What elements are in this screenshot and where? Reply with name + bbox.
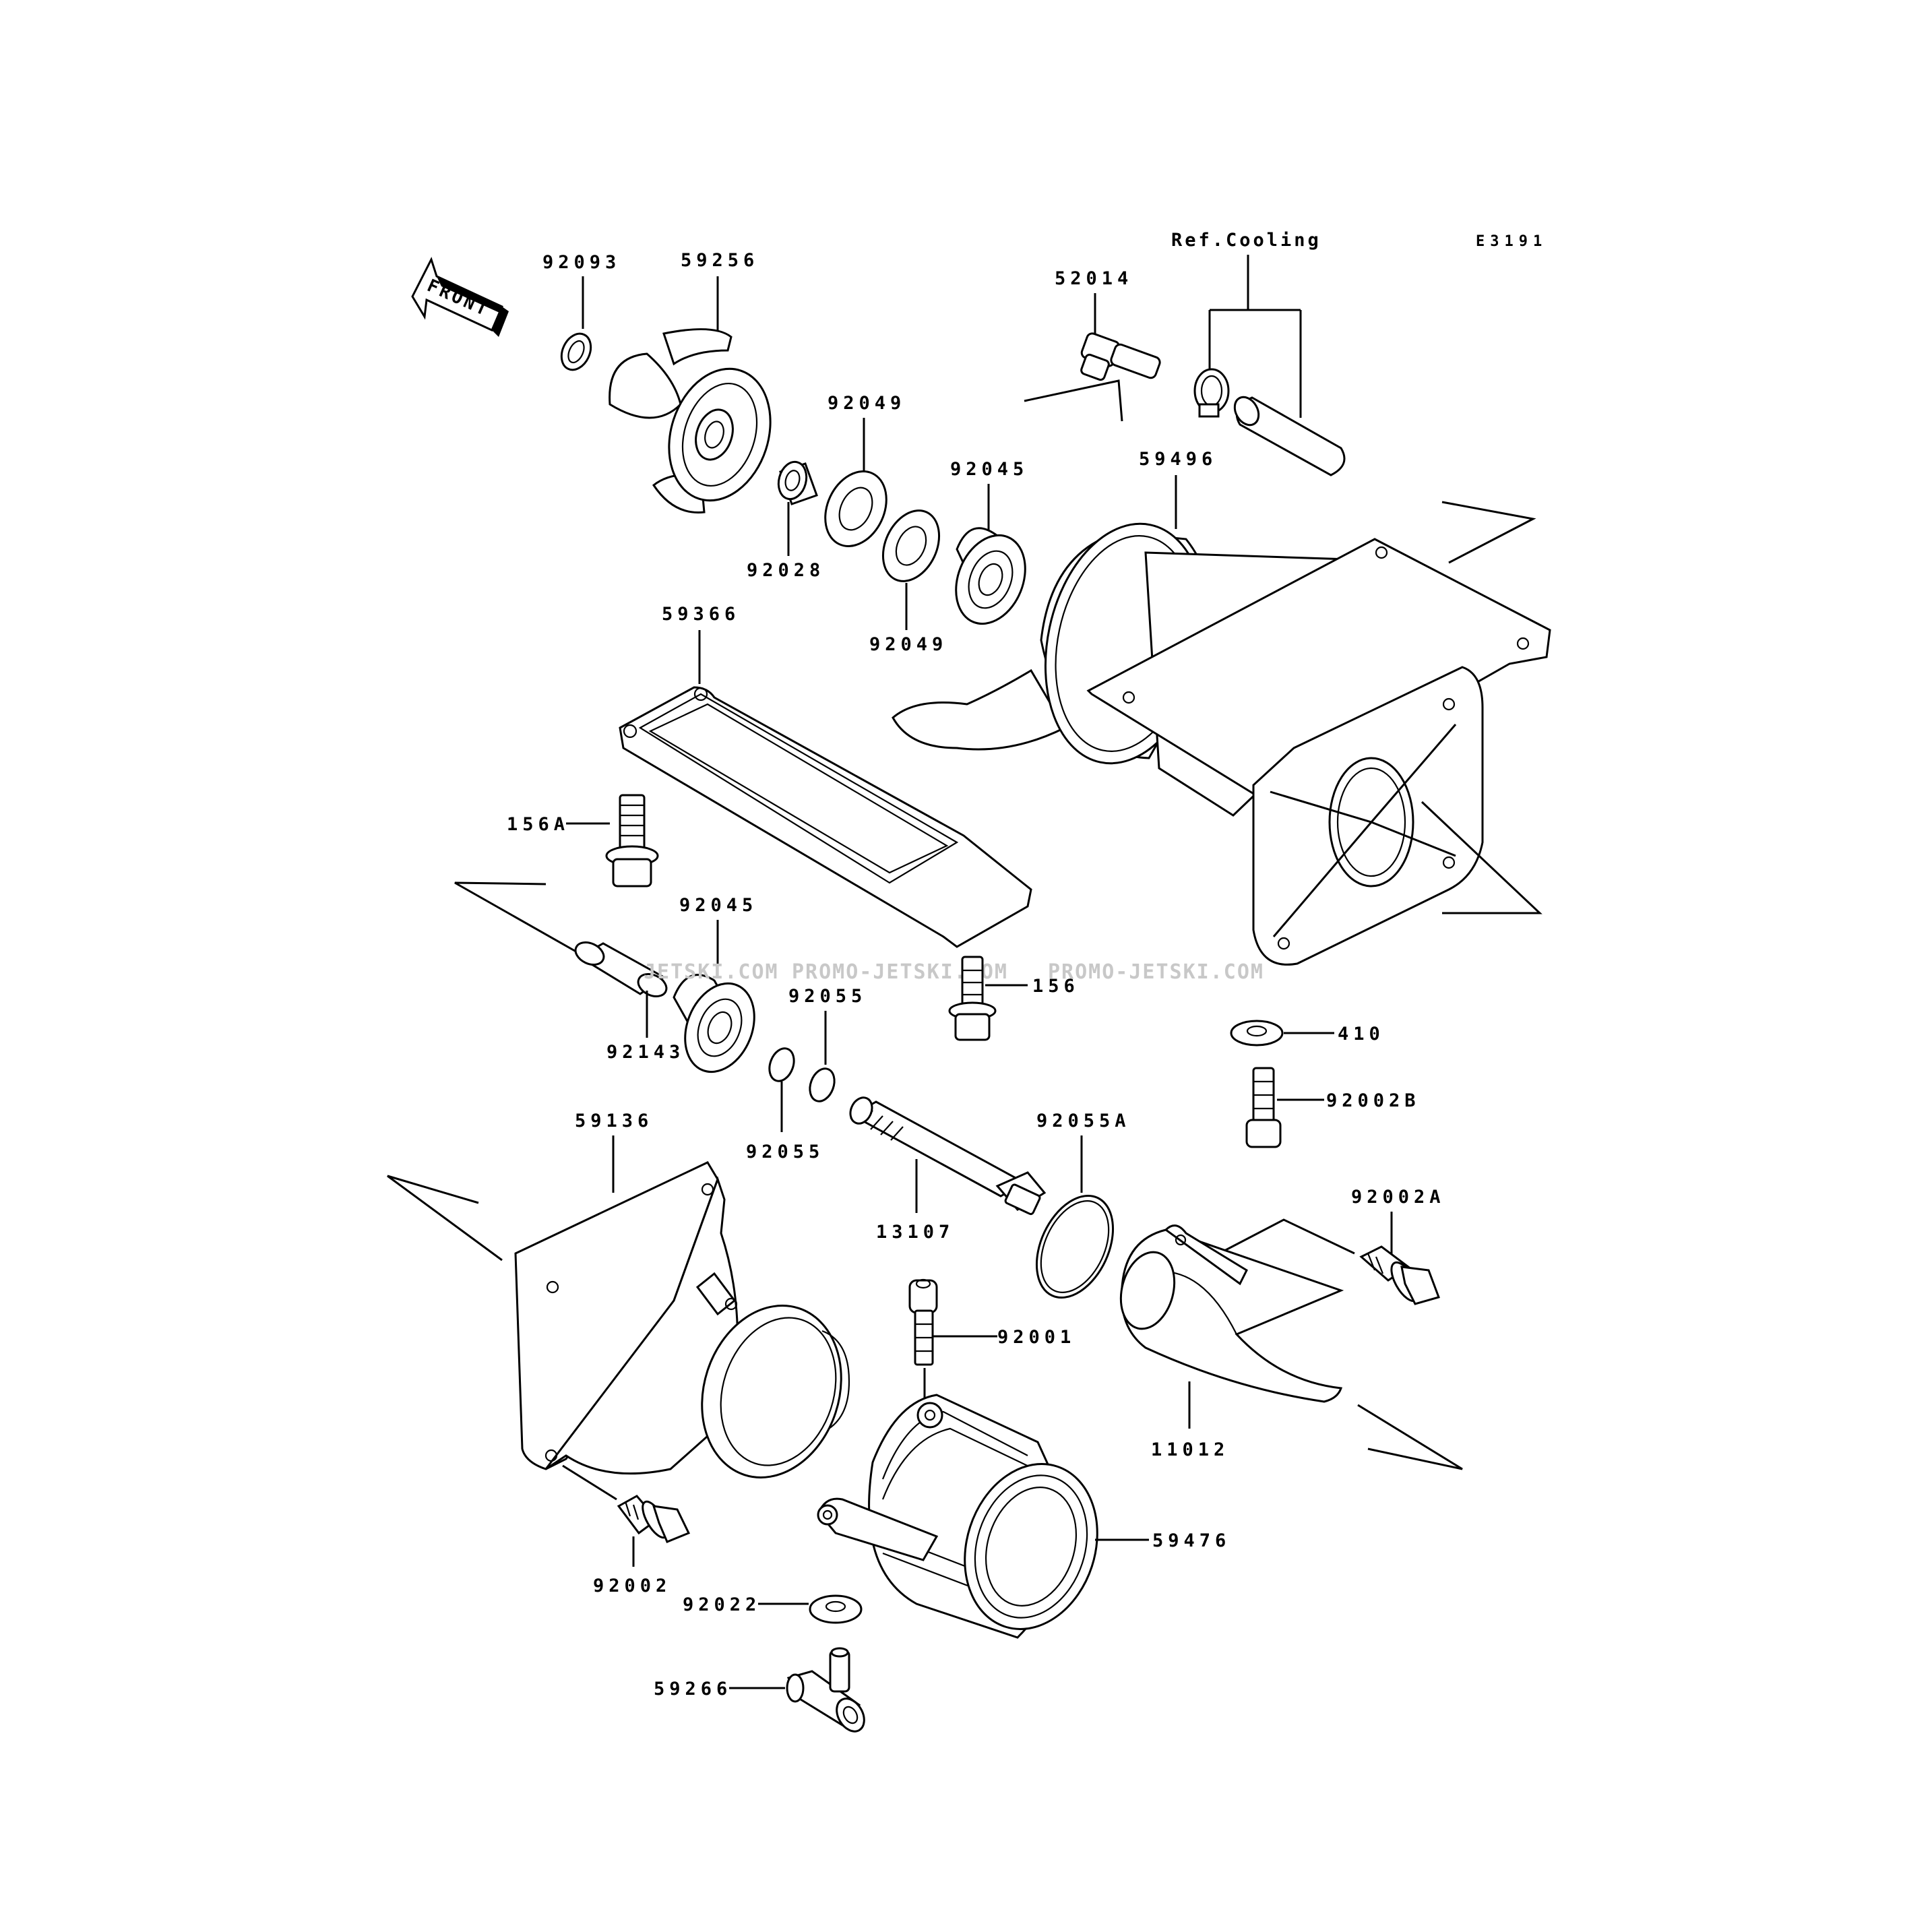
label-59476: 59476 [1152, 1530, 1230, 1551]
bolt-92002B [1245, 1067, 1282, 1148]
ring-92093 [560, 332, 592, 371]
o-ring-92055-b [768, 1047, 795, 1082]
pump-cover-59136 [514, 1161, 850, 1478]
label-11012: 11012 [1151, 1439, 1229, 1460]
diagram-code: E3191 [1476, 233, 1547, 250]
ref-cooling-note: Ref.Cooling [1171, 230, 1321, 251]
label-92002: 92002 [593, 1576, 671, 1596]
label-156: 156 [1032, 976, 1080, 997]
pump-housing-59496 [892, 522, 1551, 966]
label-92002B: 92002B [1326, 1090, 1421, 1111]
washer-92049-lower [881, 509, 941, 582]
label-92055A: 92055A [1036, 1111, 1131, 1131]
watermark-1: JETSKI.COM [644, 960, 779, 984]
o-ring-92055A [1035, 1194, 1115, 1299]
label-59266: 59266 [654, 1679, 732, 1700]
bolt-92002A [1359, 1245, 1440, 1305]
fitting-59266 [786, 1647, 865, 1733]
nozzle-housing-59476 [817, 1394, 1098, 1639]
bolt-92002 [617, 1495, 691, 1543]
label-13107: 13107 [876, 1222, 954, 1243]
label-92001: 92001 [997, 1327, 1076, 1348]
intake-grate-59366 [619, 686, 1032, 948]
label-156A: 156A [507, 814, 569, 835]
label-92055-upper: 92055 [788, 986, 867, 1007]
steering-nozzle-11012 [1119, 1224, 1344, 1403]
label-92093: 92093 [542, 252, 621, 273]
bolt-156 [948, 956, 997, 1041]
label-92049-lower: 92049 [869, 634, 947, 655]
label-410: 410 [1338, 1024, 1385, 1045]
hose-cooling [1233, 396, 1346, 476]
impeller-59256 [609, 328, 772, 513]
washer-92022 [809, 1594, 863, 1624]
label-59136: 59136 [575, 1111, 653, 1131]
label-92045-upper: 92045 [950, 459, 1028, 480]
label-92055-lower: 92055 [746, 1142, 824, 1162]
drive-shaft-13107 [849, 1096, 1047, 1216]
label-92049-upper: 92049 [828, 393, 906, 414]
label-92028: 92028 [747, 560, 825, 581]
elbow-fitting-52014 [1080, 332, 1161, 381]
o-ring-92055-a [809, 1067, 836, 1102]
label-59496: 59496 [1139, 449, 1217, 470]
watermark-3: PROMO-JETSKI.COM [1048, 960, 1264, 984]
collar-92028 [777, 460, 818, 505]
washer-92049-upper [824, 470, 887, 547]
bolt-156A [605, 794, 659, 887]
bearing-92045-upper [955, 527, 1026, 625]
label-59366: 59366 [662, 604, 740, 625]
washer-410 [1230, 1020, 1284, 1047]
ref-cooling-bracket [1208, 255, 1302, 418]
hose-clamp [1193, 368, 1230, 418]
label-92143: 92143 [606, 1042, 685, 1063]
bolt-92001 [908, 1278, 938, 1366]
front-arrow-icon: FRONT [411, 257, 509, 337]
label-92022: 92022 [683, 1594, 761, 1615]
bearing-92045-lower [673, 974, 755, 1073]
label-92045-lower: 92045 [679, 895, 757, 916]
sleeve-92143 [574, 941, 668, 997]
label-92002A: 92002A [1351, 1187, 1445, 1208]
label-52014: 52014 [1055, 268, 1133, 289]
label-59256: 59256 [681, 250, 759, 271]
